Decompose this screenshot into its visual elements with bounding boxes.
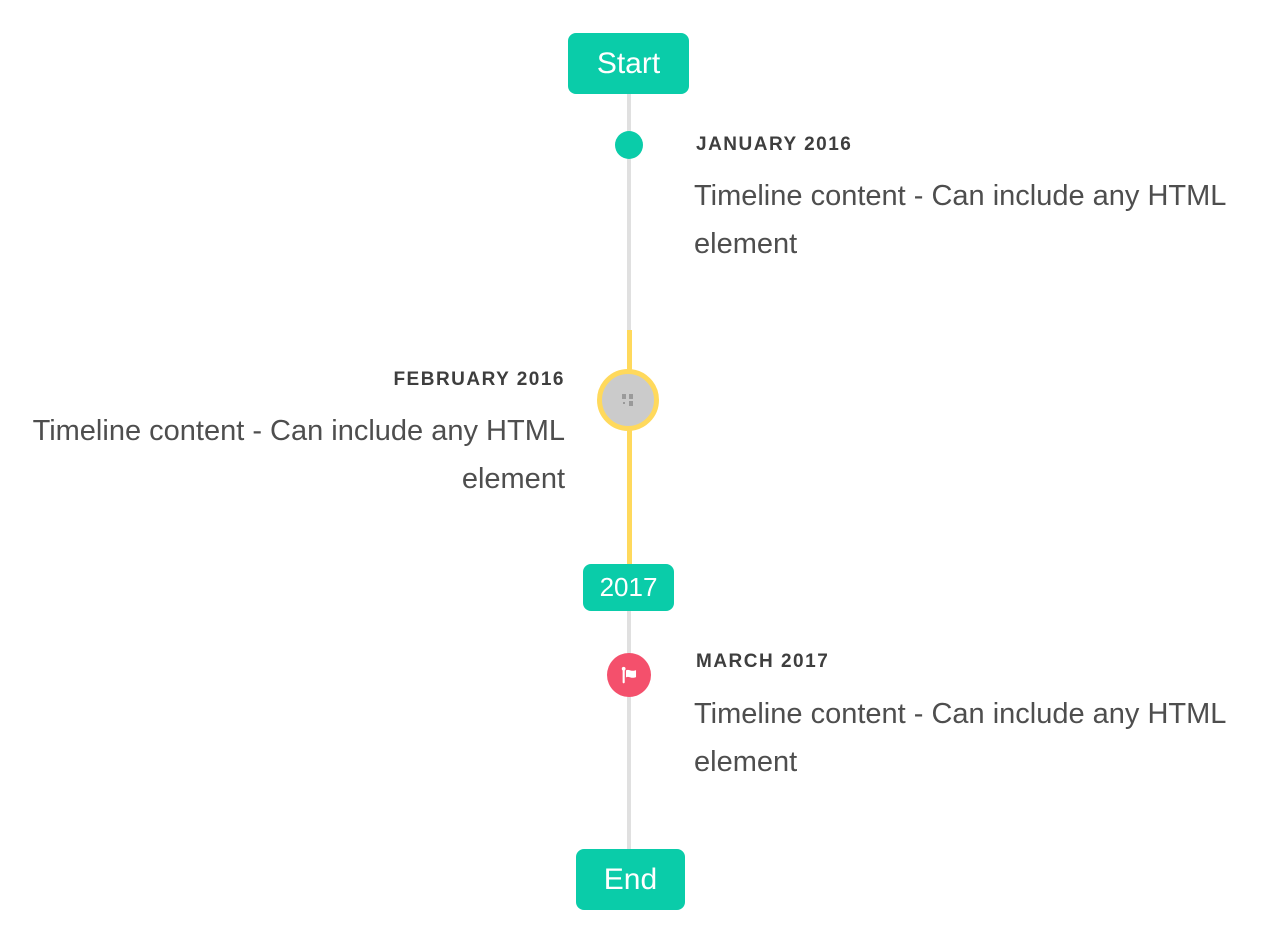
start-button[interactable]: Start <box>568 33 689 94</box>
january-title: JANUARY 2016 <box>696 134 853 155</box>
end-button[interactable]: End <box>576 849 685 910</box>
february-content: Timeline content - Can include any HTML … <box>32 415 565 495</box>
january-marker-dot <box>615 131 643 159</box>
march-title: MARCH 2017 <box>696 651 830 672</box>
january-content: Timeline content - Can include any HTML … <box>694 180 1226 260</box>
february-title: FEBRUARY 2016 <box>393 369 565 390</box>
timeline-line-highlight <box>627 330 632 564</box>
year-2017-badge[interactable]: 2017 <box>583 564 674 611</box>
broken-image-icon <box>621 393 636 407</box>
march-content: Timeline content - Can include any HTML … <box>694 698 1226 778</box>
march-marker-flag <box>607 653 651 697</box>
flag-icon <box>619 665 640 686</box>
february-marker-image <box>597 369 659 431</box>
